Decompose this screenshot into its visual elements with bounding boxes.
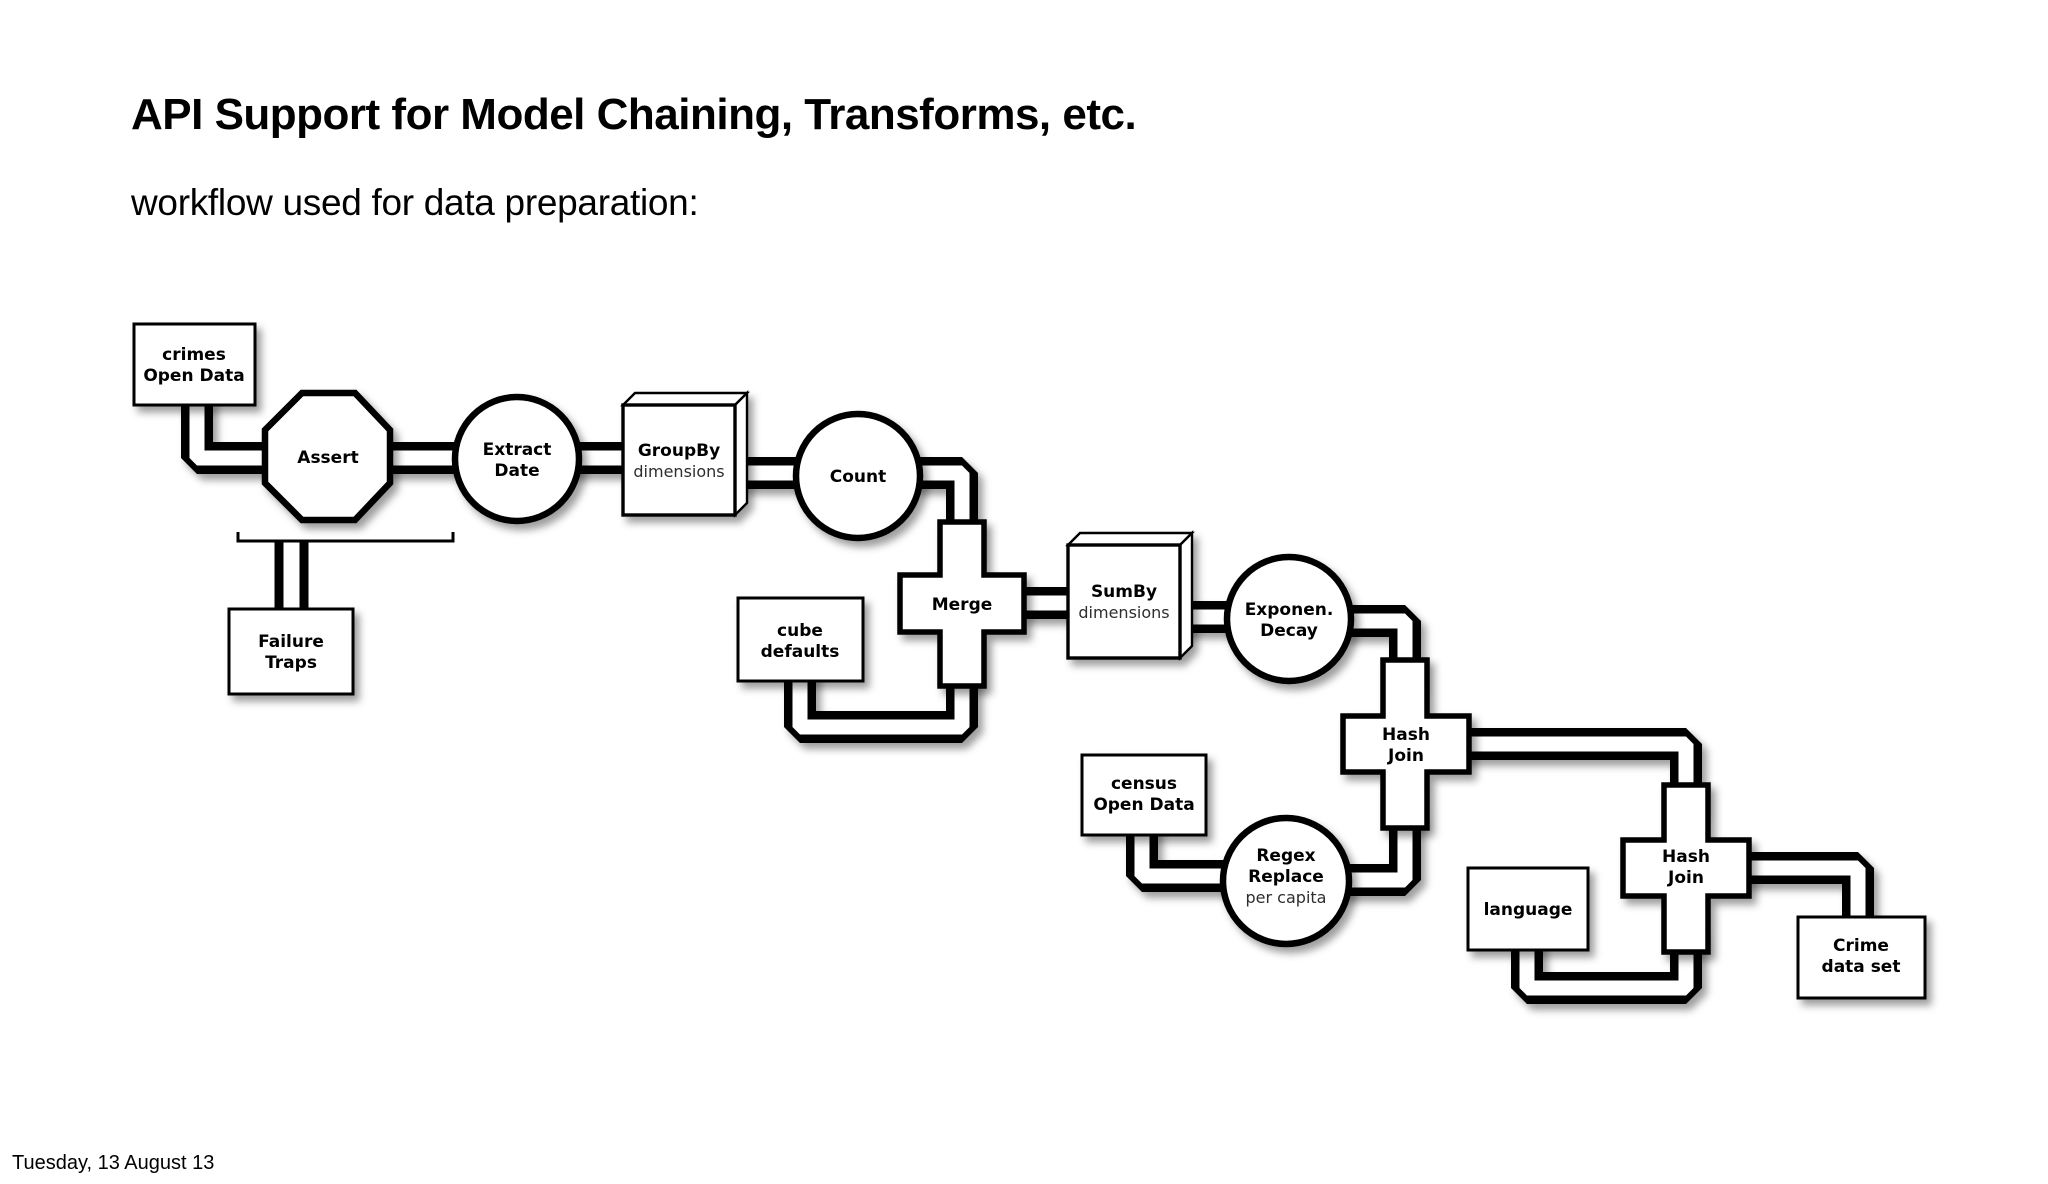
- groupby-box-front: [621, 403, 737, 517]
- sumby-sublabel: dimensions: [1078, 603, 1169, 622]
- groupby-label: GroupBy: [638, 441, 720, 461]
- node-assert: [261, 389, 394, 524]
- page-title: API Support for Model Chaining, Transfor…: [131, 90, 1137, 139]
- node-sumby: [1065, 530, 1195, 661]
- crimes-open-data-label-line2: Open Data: [143, 366, 244, 386]
- count-label: Count: [830, 467, 887, 487]
- node-extract-date: [451, 393, 583, 525]
- nodes: [132, 322, 1927, 1000]
- node-cube-defaults: [736, 596, 865, 683]
- merge-label: Merge: [932, 595, 993, 615]
- node-hash-join-1: [1340, 657, 1472, 831]
- hash-join-1-label-line2: Join: [1387, 746, 1424, 766]
- extract-date-label-line2: Date: [494, 461, 539, 481]
- trap-bracket: [236, 532, 455, 543]
- node-labels: crimes Open Data Assert Extract Date Gro…: [143, 345, 1900, 977]
- census-open-data-label-line2: Open Data: [1093, 795, 1194, 815]
- sumby-box-side: [1178, 530, 1194, 661]
- regex-replace-label-line1: Regex: [1256, 846, 1315, 866]
- sumby-label: SumBy: [1091, 582, 1157, 602]
- pipes-outline: [197, 398, 1858, 988]
- cube-defaults-label-line2: defaults: [761, 642, 840, 662]
- hash-join-2-label-line2: Join: [1667, 868, 1704, 888]
- groupby-sublabel: dimensions: [633, 462, 724, 481]
- node-exponen-decay: [1223, 553, 1355, 685]
- crimes-open-data-label-line1: crimes: [162, 345, 226, 365]
- pipes-core: [197, 398, 1858, 988]
- sumby-box-front: [1066, 543, 1182, 660]
- pipe-hashjoin1-to-hashjoin2: [1462, 744, 1686, 816]
- language-label: language: [1484, 900, 1573, 920]
- groupby-box-side: [733, 390, 749, 518]
- regex-replace-sublabel: per capita: [1246, 888, 1327, 907]
- failure-trap-connector: [236, 532, 455, 612]
- cube-defaults-label-line1: cube: [777, 621, 823, 641]
- hash-join-1-label-line1: Hash: [1382, 725, 1430, 745]
- footer-date: Tuesday, 13 August 13: [12, 1152, 215, 1174]
- node-groupby: [620, 390, 750, 518]
- node-regex-replace: [1219, 814, 1353, 948]
- node-language: [1466, 866, 1590, 952]
- groupby-box-top: [620, 391, 750, 407]
- exponen-decay-label-line2: Decay: [1260, 621, 1318, 641]
- exponen-decay-label-line1: Exponen.: [1245, 600, 1334, 620]
- node-failure-traps: [227, 607, 355, 696]
- sumby-box-top: [1065, 531, 1195, 547]
- node-count: [792, 410, 924, 542]
- node-hash-join-2: [1620, 782, 1752, 955]
- census-open-data-label-line1: census: [1111, 774, 1177, 794]
- assert-label: Assert: [297, 448, 358, 468]
- node-census-open-data: [1080, 753, 1208, 837]
- node-crime-data-set: [1796, 915, 1927, 1000]
- failure-traps-label-line1: Failure: [258, 632, 324, 652]
- crime-data-set-label-line1: Crime: [1833, 936, 1889, 956]
- failure-traps-label-line2: Traps: [265, 653, 317, 673]
- node-merge: [897, 519, 1027, 689]
- hash-join-2-label-line1: Hash: [1662, 847, 1710, 867]
- crime-data-set-label-line2: data set: [1822, 957, 1901, 977]
- node-crimes-open-data: [132, 322, 257, 407]
- regex-replace-label-line2: Replace: [1248, 867, 1324, 887]
- extract-date-label-line1: Extract: [483, 440, 552, 460]
- subtitle: workflow used for data preparation:: [131, 182, 699, 223]
